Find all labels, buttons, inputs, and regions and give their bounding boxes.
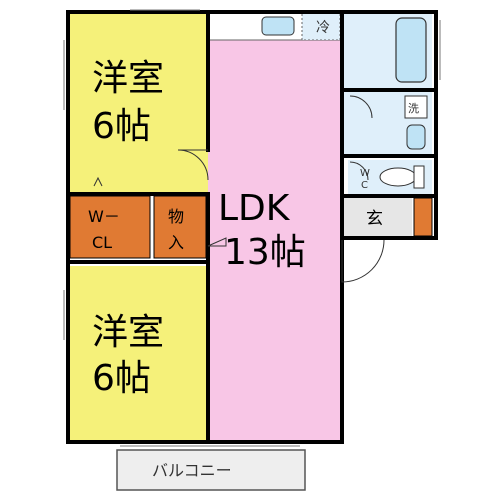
- walk-in-closet-label-2: CL: [92, 233, 112, 252]
- western-room-bottom-area: [68, 266, 208, 442]
- walls: [66, 10, 438, 444]
- refrigerator-area: [301, 11, 341, 41]
- refrigerator-label: 冷: [316, 20, 330, 36]
- windows: [63, 9, 441, 447]
- toilet-label-w: W: [360, 168, 370, 179]
- sink-icon: [261, 16, 295, 36]
- bathtub-icon: [395, 17, 427, 83]
- western-room-top-kind: 洋室: [92, 58, 164, 99]
- washer-icon: [404, 95, 428, 119]
- toilet-tank-icon: [413, 165, 425, 189]
- toilet-icon: [379, 167, 417, 187]
- ldk-area: [208, 40, 342, 442]
- toilet-label-c: C: [361, 180, 368, 191]
- storage-label-2: 入: [168, 233, 184, 252]
- balcony-label: バルコニー: [152, 461, 232, 480]
- western-room-bottom-size: 6帖: [92, 358, 151, 399]
- western-room-top-area: [68, 12, 208, 192]
- storage-area: [153, 195, 207, 259]
- doors: [93, 95, 385, 283]
- western-room-top-size: 6帖: [92, 106, 151, 147]
- balcony-area: [116, 449, 306, 491]
- entrance-area: [342, 198, 412, 236]
- washer-label: 洗: [408, 102, 419, 115]
- entrance-label: 玄: [366, 209, 383, 229]
- walk-in-closet-label-1: W－: [88, 207, 120, 226]
- storage-label-1: 物: [168, 207, 184, 226]
- ldk-kind: LDK: [218, 188, 291, 229]
- western-room-bottom-kind: 洋室: [92, 312, 164, 353]
- shoe-box: [413, 197, 433, 237]
- ldk-size: 13帖: [224, 232, 306, 273]
- wash-basin-icon: [406, 124, 426, 150]
